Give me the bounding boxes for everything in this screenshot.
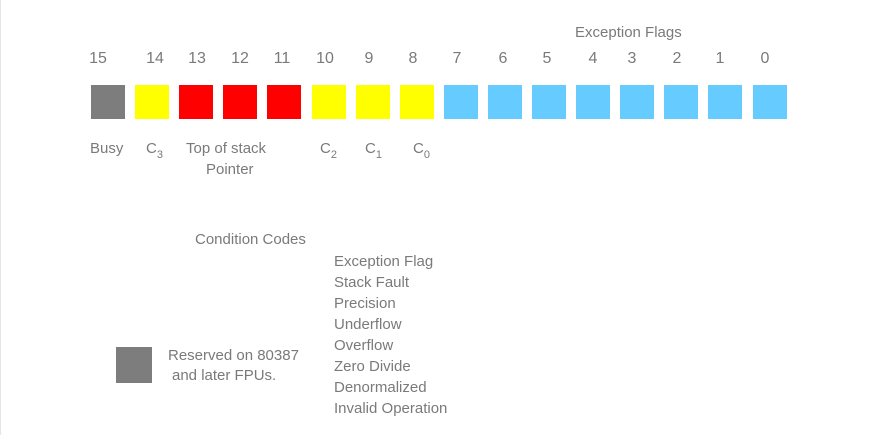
bit-cell-4 bbox=[576, 85, 610, 119]
bit-cell-9 bbox=[356, 85, 390, 119]
bit-number-1: 1 bbox=[715, 50, 725, 67]
bit-number-5: 5 bbox=[542, 50, 552, 67]
reserved-note-line2: and later FPUs. bbox=[172, 367, 277, 384]
c1-label: C1 bbox=[365, 140, 382, 161]
bit-cell-5 bbox=[532, 85, 566, 119]
bit-cell-12 bbox=[223, 85, 257, 119]
bit-cell-11 bbox=[267, 85, 301, 119]
top-of-stack-label-line1: Top of stack bbox=[186, 140, 267, 157]
bit-number-4: 4 bbox=[588, 50, 598, 67]
bit-number-15: 15 bbox=[89, 50, 107, 67]
bit-cell-8 bbox=[400, 85, 434, 119]
bit-number-3: 3 bbox=[627, 50, 637, 67]
exception-item-precision: Precision bbox=[334, 295, 396, 312]
bit-number-14: 14 bbox=[146, 50, 164, 67]
bit-cell-15 bbox=[91, 85, 125, 119]
bit-cell-13 bbox=[179, 85, 213, 119]
bit-number-10: 10 bbox=[316, 50, 334, 67]
c0-label: C0 bbox=[413, 140, 430, 161]
bit-number-12: 12 bbox=[231, 50, 249, 67]
bit-number-6: 6 bbox=[498, 50, 508, 67]
bit-number-0: 0 bbox=[760, 50, 770, 67]
bit-cell-3 bbox=[620, 85, 654, 119]
c2-label: C2 bbox=[320, 140, 337, 161]
reserved-legend-swatch bbox=[116, 347, 152, 383]
bit-cell-6 bbox=[488, 85, 522, 119]
bit-cell-0 bbox=[753, 85, 787, 119]
exception-item-overflow: Overflow bbox=[334, 337, 394, 354]
exception-item-exception-flag: Exception Flag bbox=[334, 253, 434, 270]
exception-item-invalid-operation: Invalid Operation bbox=[334, 400, 448, 417]
exception-item-stack-fault: Stack Fault bbox=[334, 274, 410, 291]
left-border-line bbox=[0, 0, 1, 435]
bit-number-13: 13 bbox=[188, 50, 206, 67]
bit-number-9: 9 bbox=[364, 50, 374, 67]
bit-number-7: 7 bbox=[452, 50, 462, 67]
reserved-note-line1: Reserved on 80387 bbox=[168, 347, 299, 364]
c3-label: C3 bbox=[146, 140, 163, 161]
bit-cell-2 bbox=[664, 85, 698, 119]
bit-cell-10 bbox=[312, 85, 346, 119]
exception-item-zero-divide: Zero Divide bbox=[334, 358, 411, 375]
exception-item-underflow: Underflow bbox=[334, 316, 402, 333]
condition-codes-title: Condition Codes bbox=[195, 231, 306, 248]
bit-cell-1 bbox=[708, 85, 742, 119]
top-of-stack-label-line2: Pointer bbox=[206, 161, 254, 178]
bit-cell-7 bbox=[444, 85, 478, 119]
busy-label: Busy bbox=[90, 140, 124, 157]
exception-item-denormalized: Denormalized bbox=[334, 379, 427, 396]
bit-number-2: 2 bbox=[672, 50, 682, 67]
bit-number-11: 11 bbox=[273, 50, 291, 67]
bit-number-8: 8 bbox=[408, 50, 418, 67]
exception-flags-title: Exception Flags bbox=[575, 24, 682, 41]
bit-cell-14 bbox=[135, 85, 169, 119]
